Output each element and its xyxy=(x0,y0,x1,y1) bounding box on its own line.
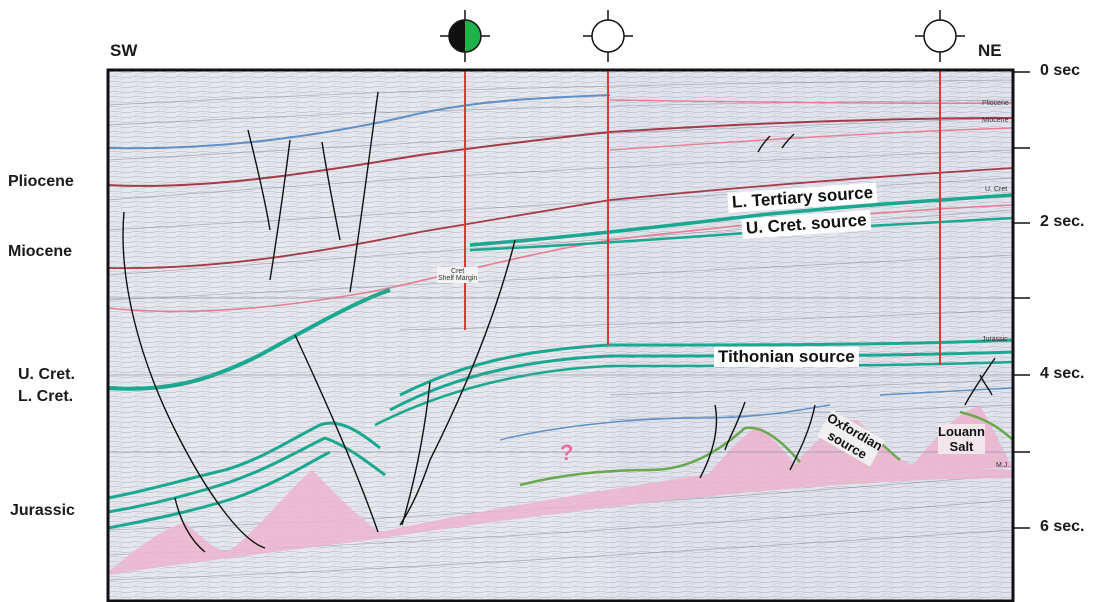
label-tithonian-source: Tithonian source xyxy=(714,347,859,367)
mini-label-jurassic: Jurassic xyxy=(982,336,1008,343)
horizon-pink-ne xyxy=(609,127,1014,151)
label-louann-line1: Louann xyxy=(938,424,985,439)
strat-label-l-cret: L. Cret. xyxy=(18,388,74,405)
label-louann-line2: Salt xyxy=(949,439,974,454)
time-tick-4: 4 sec. xyxy=(1040,365,1085,382)
mini-label-pliocene: Pliocene xyxy=(982,100,1009,107)
miocene-horizon-red xyxy=(107,167,1014,270)
pliocene-horizon-pink-ne xyxy=(609,99,1014,104)
mini-label-shelf-margin-line1: Cret xyxy=(451,268,465,275)
well-symbol-dry-icon xyxy=(583,10,633,62)
mini-label-mj: M.J. xyxy=(996,462,1010,469)
section-frame xyxy=(106,68,1015,602)
direction-label-sw: SW xyxy=(110,41,138,60)
tithonian-source-band-1 xyxy=(399,338,1014,397)
well-symbol-dry-icon xyxy=(915,10,965,62)
jurassic-source-band-1 xyxy=(107,421,381,500)
time-tick-0: 0 sec xyxy=(1040,62,1081,79)
strat-label-jurassic: Jurassic xyxy=(10,502,75,519)
time-axis-ticks xyxy=(1013,71,1030,529)
pliocene-horizon-red xyxy=(107,117,1014,187)
time-tick-6: 6 sec. xyxy=(1040,518,1085,535)
l-tertiary-source-band xyxy=(469,193,1014,247)
mini-label-shelf-margin: Cret Shelf Margin xyxy=(437,267,479,283)
direction-label-ne: NE xyxy=(978,41,1002,60)
oxfordian-horizon-blue xyxy=(499,404,831,441)
mini-label-shelf-margin-line2: Shelf Margin xyxy=(438,275,478,282)
strat-label-pliocene: Pliocene xyxy=(8,173,74,190)
question-mark: ? xyxy=(560,440,574,465)
faults xyxy=(122,91,996,553)
mini-label-miocene: Miocene xyxy=(982,117,1009,124)
tithonian-source-band-2 xyxy=(389,350,1014,412)
time-tick-2: 2 sec. xyxy=(1040,213,1085,230)
mini-label-u-cret: U. Cret xyxy=(985,186,1008,193)
strat-label-u-cret: U. Cret. xyxy=(18,366,75,383)
oxfordian-horizon-green xyxy=(519,426,801,487)
strat-label-miocene: Miocene xyxy=(8,243,73,260)
jurassic-source-band-2 xyxy=(107,436,386,514)
louann-flank-band xyxy=(959,410,1014,441)
reflection-texture xyxy=(108,70,1013,601)
pliocene-horizon-blue xyxy=(107,94,611,150)
tithonian-source-band-3 xyxy=(374,360,1014,427)
label-louann-salt: Louann Salt xyxy=(938,424,985,454)
jurassic-horizon-blue xyxy=(879,387,1014,396)
jurassic-source-band-3 xyxy=(107,450,331,530)
well-bores xyxy=(464,70,941,365)
well-symbol-discovery-icon xyxy=(440,10,490,62)
u-cret-source-band-west xyxy=(107,288,391,391)
